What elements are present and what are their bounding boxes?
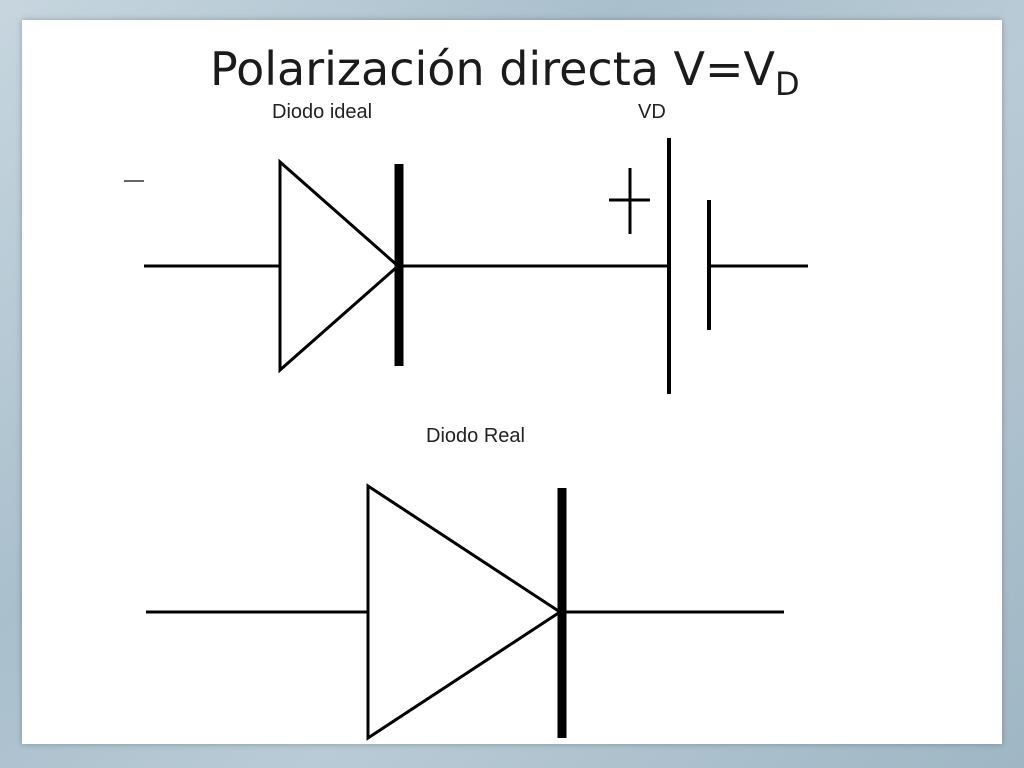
ideal-diode-triangle xyxy=(278,158,401,374)
circuit-figure: Diodo ideal VD Diodo Real xyxy=(144,101,974,744)
slide-title: Polarización directa V=VD xyxy=(210,46,800,100)
title-subscript: D xyxy=(775,65,800,103)
circuit-svg xyxy=(144,138,808,741)
label-vd: VD xyxy=(638,101,666,123)
title-main: Polarización directa V=V xyxy=(210,42,776,96)
label-diodo-ideal: Diodo ideal xyxy=(272,101,373,123)
real-diode-triangle xyxy=(366,483,563,741)
label-diodo-real: Diodo Real xyxy=(426,425,525,447)
plus-sign-icon xyxy=(609,168,650,234)
